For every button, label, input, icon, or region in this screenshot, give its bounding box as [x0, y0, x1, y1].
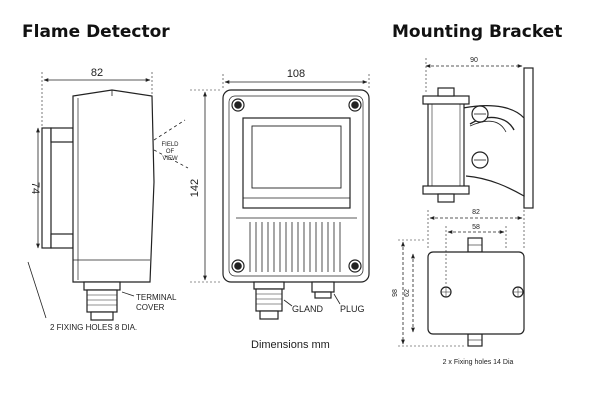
front-window	[251, 125, 342, 189]
front-gland	[255, 288, 283, 312]
front-view	[190, 74, 370, 320]
flame-detector-title: Flame Detector	[22, 22, 170, 42]
side-wall-bracket	[41, 127, 52, 249]
plug-label: PLUG	[340, 304, 365, 314]
dim-142-label: 142	[189, 179, 201, 197]
front-fins	[249, 222, 341, 272]
dimensions-note: Dimensions mm	[251, 339, 330, 351]
bracket-fixing-holes-label: 2 x Fixing holes 14 Dia	[443, 359, 514, 366]
dim-74-label: 74	[29, 182, 41, 194]
side-fixing-holes-label: 2 FIXING HOLES 8 DIA.	[50, 323, 137, 332]
terminal-cover-line-1: TERMINAL	[136, 293, 177, 302]
bracket-wall-plate	[523, 67, 534, 209]
bracket-plate-view	[398, 210, 525, 347]
bracket-side-view	[422, 58, 534, 209]
field-of-view-line-1: FIELD	[161, 142, 179, 148]
terminal-cover-line-2: COVER	[136, 303, 165, 312]
dim-108-label: 108	[287, 68, 305, 80]
bracket-clamp-block	[427, 99, 465, 191]
front-corner-screws	[231, 98, 362, 273]
bracket-plate	[427, 251, 525, 335]
side-bracket-tab-top	[50, 127, 74, 143]
dim-90-label: 90	[470, 57, 478, 64]
dim-82-plate-label: 82	[472, 209, 480, 216]
dim-58-label: 58	[472, 224, 480, 231]
field-of-view-lines	[153, 119, 189, 169]
gland-label: GLAND	[292, 304, 324, 314]
dim-62-label: 62	[404, 289, 411, 297]
side-bracket-tab-bottom	[50, 233, 74, 249]
dim-98-label: 98	[392, 289, 399, 297]
mounting-bracket-title: Mounting Bracket	[392, 22, 563, 42]
side-gland	[86, 289, 118, 313]
front-window-frame	[242, 117, 351, 209]
field-of-view-line-2: OF	[166, 149, 175, 155]
side-body-outline	[72, 89, 155, 283]
bracket-arm	[462, 105, 525, 198]
side-view	[27, 72, 189, 321]
field-of-view-line-3: VIEW	[162, 156, 178, 162]
front-plug	[311, 281, 335, 293]
dim-82-label: 82	[91, 67, 103, 79]
